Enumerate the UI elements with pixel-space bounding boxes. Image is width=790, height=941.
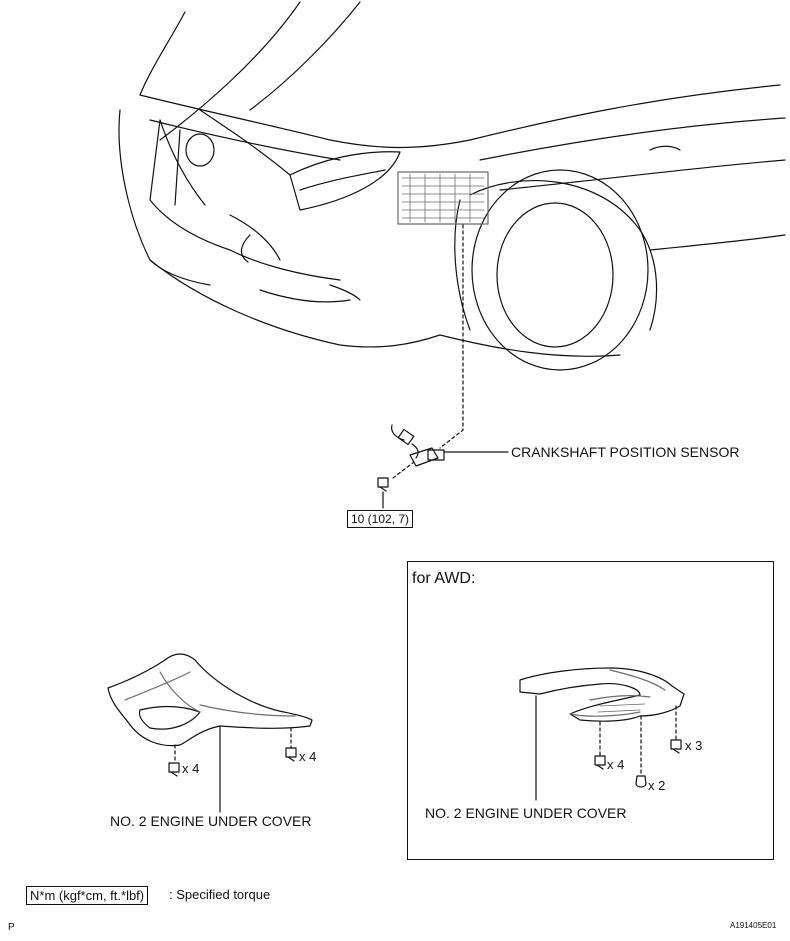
left-bolt-qty-a: x 4	[182, 761, 200, 776]
crankshaft-sensor-drawing	[377, 224, 509, 509]
awd-variant-frame	[407, 561, 774, 860]
left-under-cover-drawing	[107, 653, 313, 813]
left-bolt-qty-b: x 4	[299, 749, 317, 764]
crankshaft-sensor-label: CRANKSHAFT POSITION SENSOR	[511, 444, 740, 460]
legend-torque-box: N*m (kgf*cm, ft.*lbf)	[26, 886, 149, 905]
corner-letter: P	[8, 922, 15, 933]
car-illustration	[118, 1, 786, 371]
right-bolt-qty-b: x 4	[607, 757, 625, 772]
right-under-cover-drawing	[519, 667, 685, 801]
figure-code: A191405E01	[730, 921, 777, 930]
right-bolt-qty-a: x 3	[685, 738, 703, 753]
left-cover-label: NO. 2 ENGINE UNDER COVER	[110, 813, 312, 829]
awd-heading: for AWD:	[412, 570, 476, 587]
right-clip-qty: x 2	[648, 778, 666, 793]
legend-torque-text: : Specified torque	[169, 887, 271, 902]
torque-value-box: 10 (102, 7)	[347, 510, 414, 528]
right-cover-label: NO. 2 ENGINE UNDER COVER	[425, 805, 627, 821]
